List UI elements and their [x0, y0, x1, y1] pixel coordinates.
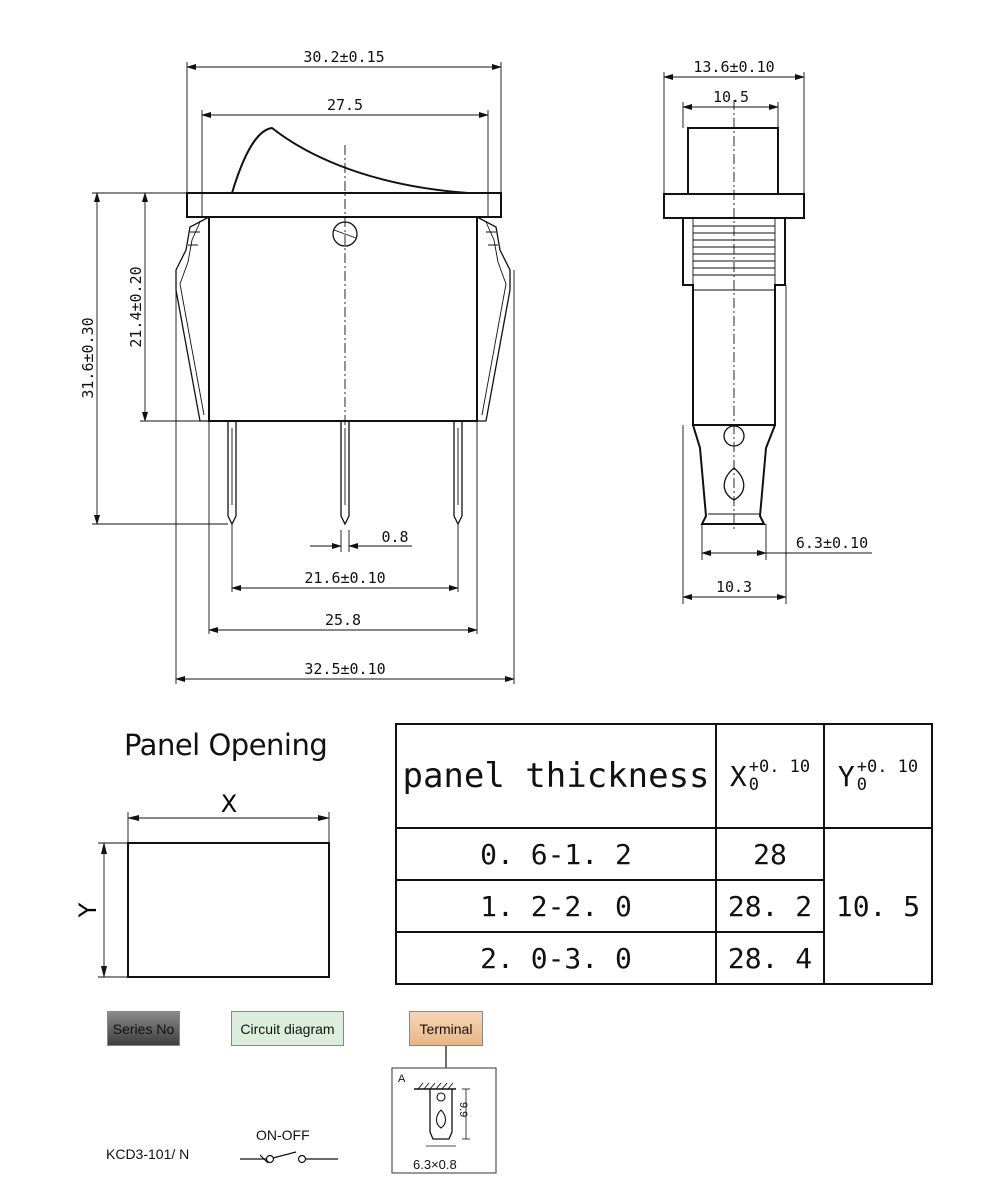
- side-rocker: [687, 127, 779, 195]
- dim-pin-width: 0.8: [381, 528, 408, 546]
- side-terminal: [692, 424, 776, 525]
- terminal-size-value: 6.3×0.8: [413, 1157, 457, 1172]
- switch-body: [208, 216, 478, 422]
- dim-rocker-width: 27.5: [327, 96, 363, 114]
- table-row: 1. 2-2. 0 28. 2: [395, 879, 932, 933]
- x-value-cell: 28. 2: [715, 879, 825, 933]
- panel-opening-title: Panel Opening: [124, 728, 328, 762]
- series-no-label: Series No: [107, 1011, 180, 1046]
- terminal-detail: [391, 1046, 497, 1174]
- dim-clip-width: 32.5±0.10: [304, 660, 385, 678]
- dim-body-height: 21.4±0.20: [127, 266, 145, 347]
- header-panel-thickness: panel thickness: [395, 723, 717, 829]
- thickness-cell: 0. 6-1. 2: [395, 827, 717, 881]
- dim-side-base: 10.3: [716, 578, 752, 596]
- technical-drawing: 30.2±0.15 27.5 31.6±0.30 21.4±0.20 0.8 2…: [79, 48, 872, 684]
- table-row: 0. 6-1. 2 28 10. 5: [395, 827, 933, 985]
- dim-top-width: 30.2±0.15: [303, 48, 384, 66]
- table-row: 2. 0-3. 0 28. 4: [395, 931, 932, 985]
- dim-pin-span: 21.6±0.10: [304, 569, 385, 587]
- y-value-cell: 10. 5: [823, 827, 933, 985]
- dim-body-width: 25.8: [325, 611, 361, 629]
- top-flange: [186, 192, 502, 218]
- x-value-cell: 28: [715, 827, 825, 881]
- left-clip: [175, 216, 210, 422]
- right-clip: [476, 216, 511, 422]
- panel-y-label: Y: [74, 902, 102, 918]
- thickness-cell: 2. 0-3. 0: [395, 931, 717, 985]
- circuit-type-label: ON-OFF: [256, 1127, 310, 1143]
- thickness-cell: 1. 2-2. 0: [395, 879, 717, 933]
- terminal-label: Terminal: [409, 1011, 483, 1046]
- dim-side-rocker: 10.5: [713, 88, 749, 106]
- terminal-type-letter: A: [398, 1073, 406, 1085]
- circuit-symbol: [240, 1151, 338, 1164]
- dim-total-height: 31.6±0.30: [79, 317, 97, 398]
- rocker-actuator: [231, 126, 469, 194]
- panel-opening-diagram: X Y: [74, 790, 330, 978]
- panel-x-label: X: [221, 790, 237, 818]
- dim-terminal-width: 6.3±0.10: [796, 534, 868, 552]
- dim-side-flange: 13.6±0.10: [693, 58, 774, 76]
- side-view: 13.6±0.10 10.5 6.3±0.10 10.3: [663, 58, 872, 604]
- circuit-diagram-label: Circuit diagram: [231, 1011, 344, 1046]
- front-view: 30.2±0.15 27.5 31.6±0.30 21.4±0.20 0.8 2…: [79, 48, 515, 684]
- terminal-height-value: 9.9: [457, 1102, 469, 1118]
- terminal-pins: [227, 421, 463, 526]
- panel-opening-rect: [127, 842, 330, 978]
- series-number-value: KCD3-101/ N: [106, 1146, 190, 1162]
- x-value-cell: 28. 4: [715, 931, 825, 985]
